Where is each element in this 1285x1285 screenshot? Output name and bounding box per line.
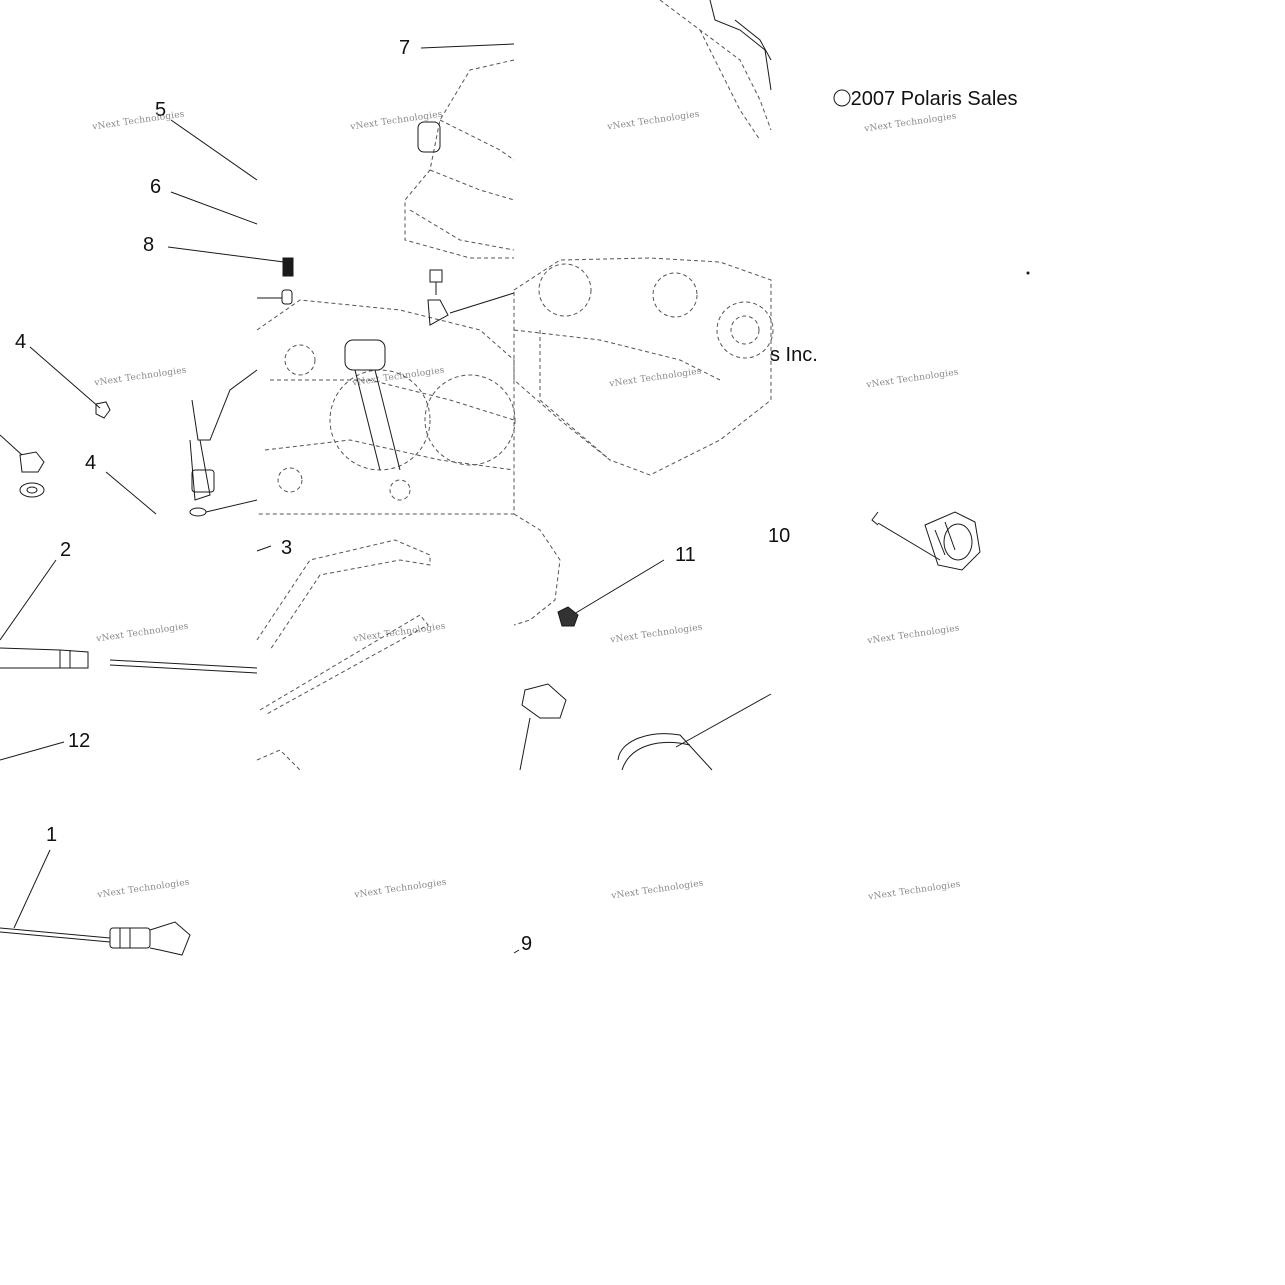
oil-tube xyxy=(191,369,258,441)
oil-filter xyxy=(617,733,713,771)
housing-edge xyxy=(709,0,772,91)
leader-line-2 xyxy=(0,559,57,641)
part-7-spring xyxy=(282,257,294,277)
leader-line-4-upper xyxy=(29,346,101,409)
part-6-dowel xyxy=(281,289,293,305)
leader-line-bracket xyxy=(449,292,515,314)
callout-4-upper: 4 xyxy=(15,331,27,353)
engine-block-left xyxy=(256,299,516,515)
dipstick-tube xyxy=(0,647,89,669)
part-10-cap xyxy=(924,511,981,571)
copyright-text-fragment: s Inc. xyxy=(770,344,818,366)
callout-9: 9 xyxy=(521,933,533,955)
leader-line-12 xyxy=(0,741,65,761)
oil-fitting xyxy=(521,683,567,719)
bracket-clip xyxy=(427,299,449,326)
leader-line-1 xyxy=(13,849,51,929)
leader-line-3 xyxy=(256,545,272,552)
leader-line-9 xyxy=(513,949,520,954)
rocker-cap xyxy=(344,339,386,371)
leader-line-7 xyxy=(167,246,285,263)
copyright-text: 2007 Polaris Sales xyxy=(834,88,1018,110)
bracket-arm xyxy=(256,539,431,651)
callout-1: 1 xyxy=(46,824,58,846)
drain-plug xyxy=(19,451,45,473)
copyright-symbol xyxy=(833,89,851,107)
cover-plate xyxy=(256,513,561,771)
leader-line-5 xyxy=(170,119,258,181)
callout-8: 7 xyxy=(399,37,411,59)
leader-line-filter xyxy=(675,693,772,748)
breather-tube xyxy=(417,121,441,153)
leader-line-10 xyxy=(877,522,941,561)
part-4-bolt-upper xyxy=(95,401,111,419)
leader-line-4-lower xyxy=(105,471,157,515)
callout-2: 2 xyxy=(60,539,72,561)
callout-6: 6 xyxy=(150,176,162,198)
dipstick-assembly xyxy=(0,921,191,956)
callout-5: 5 xyxy=(155,99,167,121)
callout-4-lower: 4 xyxy=(85,452,97,474)
dipstick-rod xyxy=(109,659,258,669)
part-11-nut xyxy=(557,606,579,627)
part-8-bolt xyxy=(429,269,443,283)
callout-10: 10 xyxy=(768,525,791,547)
callout-11: 11 xyxy=(675,544,696,566)
drain-washer xyxy=(19,482,45,498)
leader-line-6 xyxy=(170,191,258,225)
engine-block-right xyxy=(513,257,774,476)
engine-housing-upper xyxy=(404,0,772,259)
callout-7: 8 xyxy=(143,234,155,256)
leader-line-8 xyxy=(420,43,515,49)
callout-12: 12 xyxy=(68,730,91,752)
leader-line-11 xyxy=(573,559,665,615)
callout-3: 3 xyxy=(281,537,293,559)
